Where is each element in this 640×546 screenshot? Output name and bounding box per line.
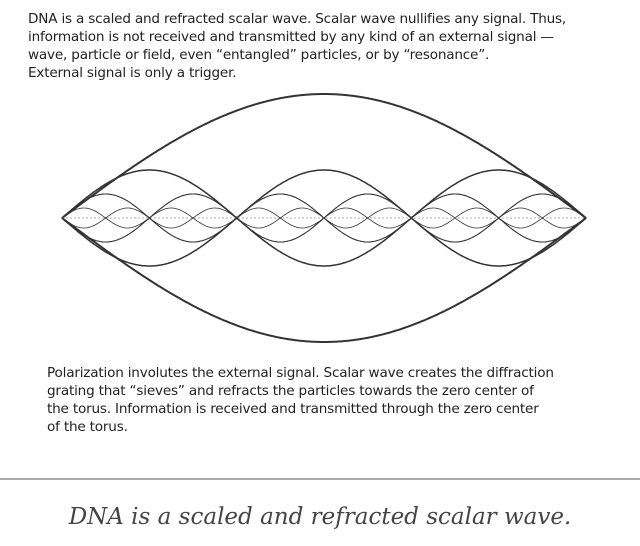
wave-curve-level-12-upper	[61, 207, 587, 219]
wave-curve-level-3-upper	[61, 169, 587, 219]
wave-curve-level-6-upper	[61, 193, 587, 219]
body-line: grating that “sieves” and refracts the p…	[47, 383, 534, 399]
intro-line: DNA is a scaled and refracted scalar wav…	[28, 11, 567, 27]
intro-line: wave, particle or field, even “entangled…	[28, 47, 490, 63]
body-line: of the torus.	[47, 419, 128, 435]
body-line: Polarization involutes the external sign…	[47, 365, 554, 381]
body-paragraph: Polarization involutes the external sign…	[47, 364, 617, 436]
wave-curve-level-12-lower	[61, 217, 587, 229]
caption: DNA is a scaled and refracted scalar wav…	[68, 504, 572, 530]
wave-curve-level-3-lower	[61, 217, 587, 267]
intro-paragraph: DNA is a scaled and refracted scalar wav…	[28, 10, 628, 82]
divider	[0, 478, 640, 480]
body-line: the torus. Information is received and t…	[47, 401, 539, 417]
wave-curve-level-1-upper	[61, 93, 587, 219]
intro-line: information is not received and transmit…	[28, 29, 554, 45]
scalar-wave-diagram	[61, 93, 587, 343]
wave-curve-level-1-lower	[61, 217, 587, 343]
intro-line: External signal is only a trigger.	[28, 65, 237, 81]
wave-curve-level-6-lower	[61, 217, 587, 243]
